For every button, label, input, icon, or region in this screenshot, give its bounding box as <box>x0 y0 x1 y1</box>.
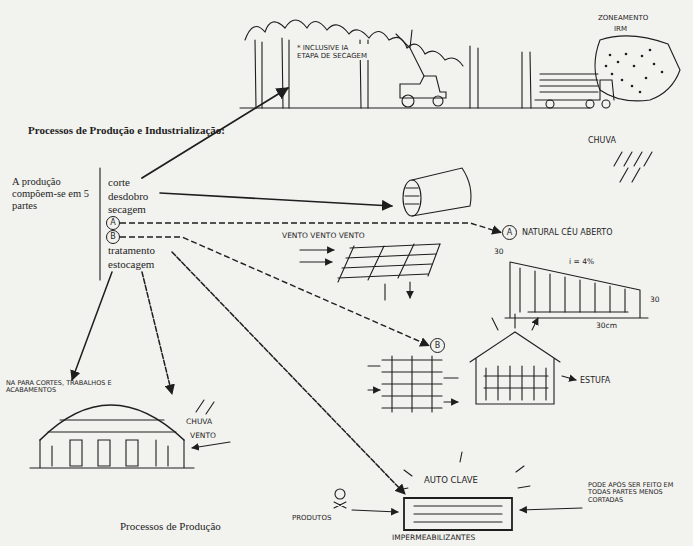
sketch-note: ESTUFA <box>580 376 610 385</box>
sketch-note: NA PARA CORTES, TRABALHOS E ACABAMENTOS <box>6 380 136 395</box>
sketch-note: * INCLUSIVE IA ETAPA DE SECAGEM <box>296 44 370 60</box>
node-text: A <box>507 229 512 237</box>
sketch-note: ZONEAMENTO <box>598 14 648 22</box>
list-item: desdobro <box>108 190 148 203</box>
sketch-note: CHUVA <box>588 136 616 145</box>
circled-letter: B <box>430 338 445 353</box>
circled-letter: B <box>106 230 120 244</box>
sketch-note: 30 <box>494 248 504 257</box>
sketch-note: VENTO VENTO VENTO <box>282 232 365 241</box>
list-item: corte <box>108 176 130 189</box>
list-item: secagem <box>108 203 146 216</box>
sketch-note: VENTO <box>190 432 216 441</box>
sketch-note: 30 <box>650 296 660 305</box>
figure-caption: Processos de Produção <box>120 520 221 533</box>
sketch-note: PODE APÓS SER FEITO EM TODAS PARTES MENO… <box>588 482 684 504</box>
dashed-arrow <box>120 237 429 346</box>
sketch-note: AUTO CLAVE <box>424 476 478 486</box>
sketch-note: i = 4% <box>568 258 595 267</box>
node-text: B <box>435 342 441 350</box>
sketch-note: IRM <box>614 25 627 33</box>
sketch-note: IMPERMEABILIZANTES <box>392 534 475 543</box>
list-item: A produção compõem-se em 5 partes <box>12 176 94 212</box>
list-item: tratamento <box>108 244 155 257</box>
sketch-note: 30cm <box>596 322 617 331</box>
sketch-note: CHUVA <box>186 418 212 427</box>
circled-letter: A <box>502 225 517 240</box>
sketch-note: NATURAL CÉU ABERTO <box>522 228 613 237</box>
list-item: estocagem <box>108 258 154 271</box>
circled-letter: A <box>106 216 120 230</box>
sketch-note: PRODUTOS <box>292 514 331 522</box>
node-text: B <box>110 233 116 241</box>
node-text: A <box>110 219 115 227</box>
diagram-title: Processos de Produção e Industrialização… <box>28 124 225 137</box>
